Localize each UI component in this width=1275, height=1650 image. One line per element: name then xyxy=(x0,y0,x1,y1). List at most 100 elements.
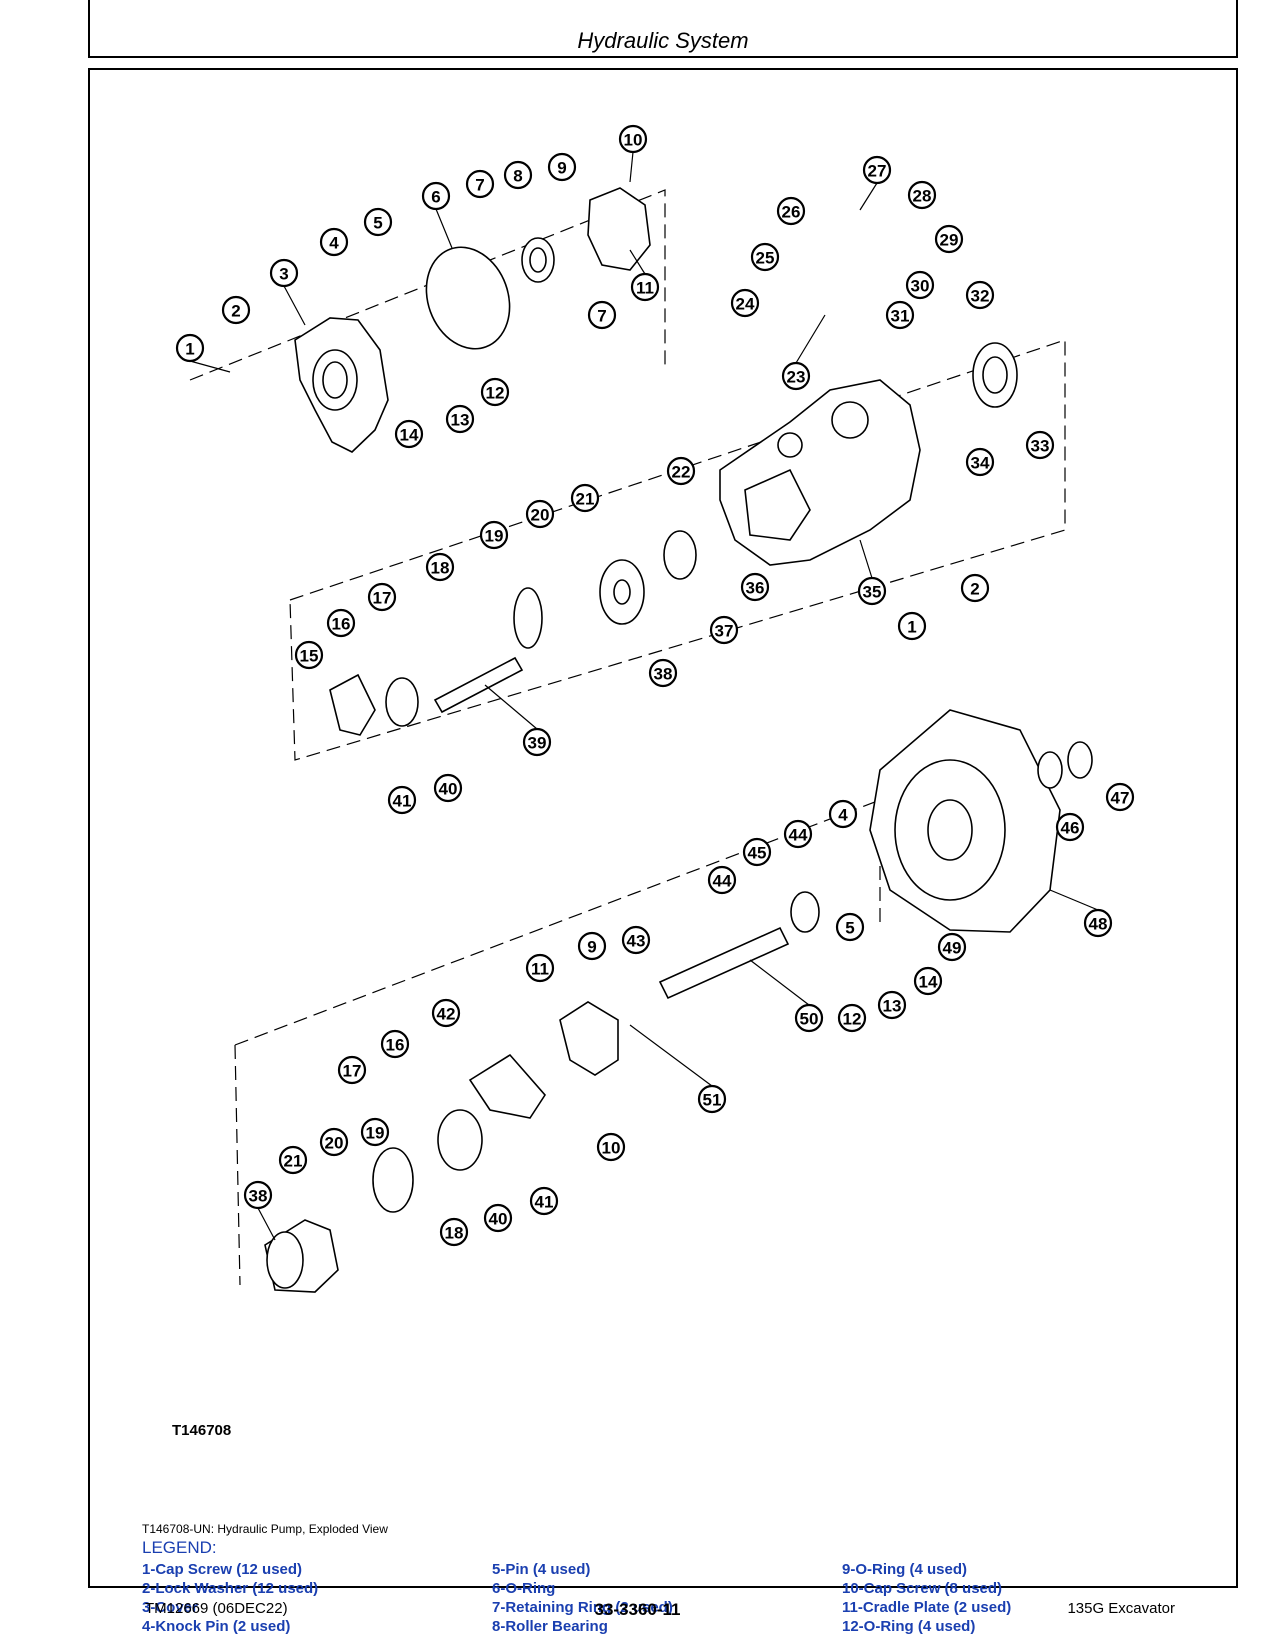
callout-6: 6 xyxy=(421,181,451,211)
assembly-envelope-top xyxy=(189,189,666,381)
section-title: Hydraulic System xyxy=(577,28,749,53)
swash-plate-15 xyxy=(329,673,376,736)
callout-circle xyxy=(648,658,678,688)
callout-number: 6 xyxy=(431,188,440,207)
callout-number: 34 xyxy=(971,454,990,473)
callout-9: 9 xyxy=(577,931,607,961)
callout-circle xyxy=(907,180,937,210)
callout-circle xyxy=(367,582,397,612)
callout-number: 12 xyxy=(486,384,505,403)
callout-number: 2 xyxy=(970,580,979,599)
cover-part xyxy=(294,317,389,453)
figure-caption: T146708-UN: Hydraulic Pump, Exploded Vie… xyxy=(142,1522,388,1536)
callout-circle xyxy=(697,1084,727,1114)
callout-circle xyxy=(326,608,356,638)
callout-number: 9 xyxy=(557,159,566,178)
callout-2: 2 xyxy=(221,295,251,325)
callout-circle xyxy=(221,295,251,325)
callout-number: 47 xyxy=(1111,789,1130,808)
callout-45: 45 xyxy=(742,837,772,867)
callout-circle xyxy=(480,377,510,407)
callout-12: 12 xyxy=(480,377,510,407)
callout-number: 45 xyxy=(748,844,767,863)
callout-number: 1 xyxy=(907,618,916,637)
callout-circle xyxy=(243,1180,273,1210)
callout-number: 5 xyxy=(845,919,854,938)
callout-number: 50 xyxy=(800,1010,819,1029)
callout-7: 7 xyxy=(465,169,495,199)
callout-circle xyxy=(479,520,509,550)
callout-28: 28 xyxy=(907,180,937,210)
callout-21: 21 xyxy=(278,1145,308,1175)
callout-13: 13 xyxy=(445,404,475,434)
callout-21: 21 xyxy=(570,483,600,513)
callout-36: 36 xyxy=(740,572,770,602)
callout-5: 5 xyxy=(363,207,393,237)
callout-10: 10 xyxy=(618,124,648,154)
callout-number: 49 xyxy=(943,939,962,958)
callout-number: 8 xyxy=(513,167,522,186)
callout-number: 51 xyxy=(703,1091,722,1110)
callout-circle xyxy=(630,272,660,302)
callout-number: 23 xyxy=(787,368,806,387)
callout-circle xyxy=(857,576,887,606)
callout-number: 42 xyxy=(437,1005,456,1024)
legend-item: 2-Lock Washer (12 used) xyxy=(142,1580,319,1597)
callout-13: 13 xyxy=(877,990,907,1020)
callout-circle xyxy=(278,1145,308,1175)
callout-number: 19 xyxy=(366,1124,385,1143)
callout-5: 5 xyxy=(835,912,865,942)
callout-circle xyxy=(525,499,555,529)
plate-40-middle xyxy=(385,677,419,727)
callout-circle xyxy=(269,258,299,288)
cylinder-barrel-lower xyxy=(264,1219,339,1293)
legend-column-1: 1-Cap Screw (12 used) 2-Lock Washer (12 … xyxy=(142,1560,318,1636)
callout-circle xyxy=(360,1117,390,1147)
callout-number: 37 xyxy=(715,622,734,641)
callout-circle xyxy=(587,300,617,330)
callout-number: 4 xyxy=(329,234,339,253)
callout-circle xyxy=(1055,812,1085,842)
callout-circle xyxy=(431,998,461,1028)
callout-circle xyxy=(960,573,990,603)
callout-circle xyxy=(425,552,455,582)
callout-circle xyxy=(837,1003,867,1033)
callout-number: 18 xyxy=(431,559,450,578)
callout-11: 11 xyxy=(630,272,660,302)
callout-number: 25 xyxy=(756,249,775,268)
seal-46 xyxy=(1037,751,1063,789)
callout-circle xyxy=(828,799,858,829)
callout-circle xyxy=(885,300,915,330)
callout-circle xyxy=(445,404,475,434)
callout-46: 46 xyxy=(1055,812,1085,842)
callout-circle xyxy=(547,152,577,182)
legend-item: 7-Retaining Ring (2 used) xyxy=(492,1599,673,1616)
callout-number: 38 xyxy=(249,1187,268,1206)
callout-number: 26 xyxy=(782,203,801,222)
footer-model: 135G Excavator xyxy=(1067,1600,1175,1617)
callout-number: 48 xyxy=(1089,915,1108,934)
legend-item: 8-Roller Bearing xyxy=(492,1618,608,1635)
shaft-39 xyxy=(433,656,524,714)
callout-31: 31 xyxy=(885,300,915,330)
legend-item: 1-Cap Screw (12 used) xyxy=(142,1561,303,1578)
callout-circle xyxy=(862,155,892,185)
callout-circle xyxy=(503,160,533,190)
callout-51: 51 xyxy=(697,1084,727,1114)
figure-id: T146708 xyxy=(172,1422,232,1439)
callout-circle xyxy=(913,966,943,996)
callout-number: 20 xyxy=(531,506,550,525)
callout-circle xyxy=(666,456,696,486)
legend-column-2: 5-Pin (4 used) 6-O-Ring 7-Retaining Ring… xyxy=(492,1560,673,1636)
ring-47 xyxy=(1067,741,1093,779)
callout-circle xyxy=(522,727,552,757)
callout-number: 10 xyxy=(602,1139,621,1158)
callout-number: 17 xyxy=(373,589,392,608)
footer-doc-id: TM12669 (06DEC22) xyxy=(145,1600,288,1617)
callout-number: 30 xyxy=(911,277,930,296)
callout-19: 19 xyxy=(479,520,509,550)
callout-1: 1 xyxy=(897,611,927,641)
legend-item: 10-Cap Screw (8 used) xyxy=(842,1580,1003,1597)
shaft-50 xyxy=(658,926,790,1000)
